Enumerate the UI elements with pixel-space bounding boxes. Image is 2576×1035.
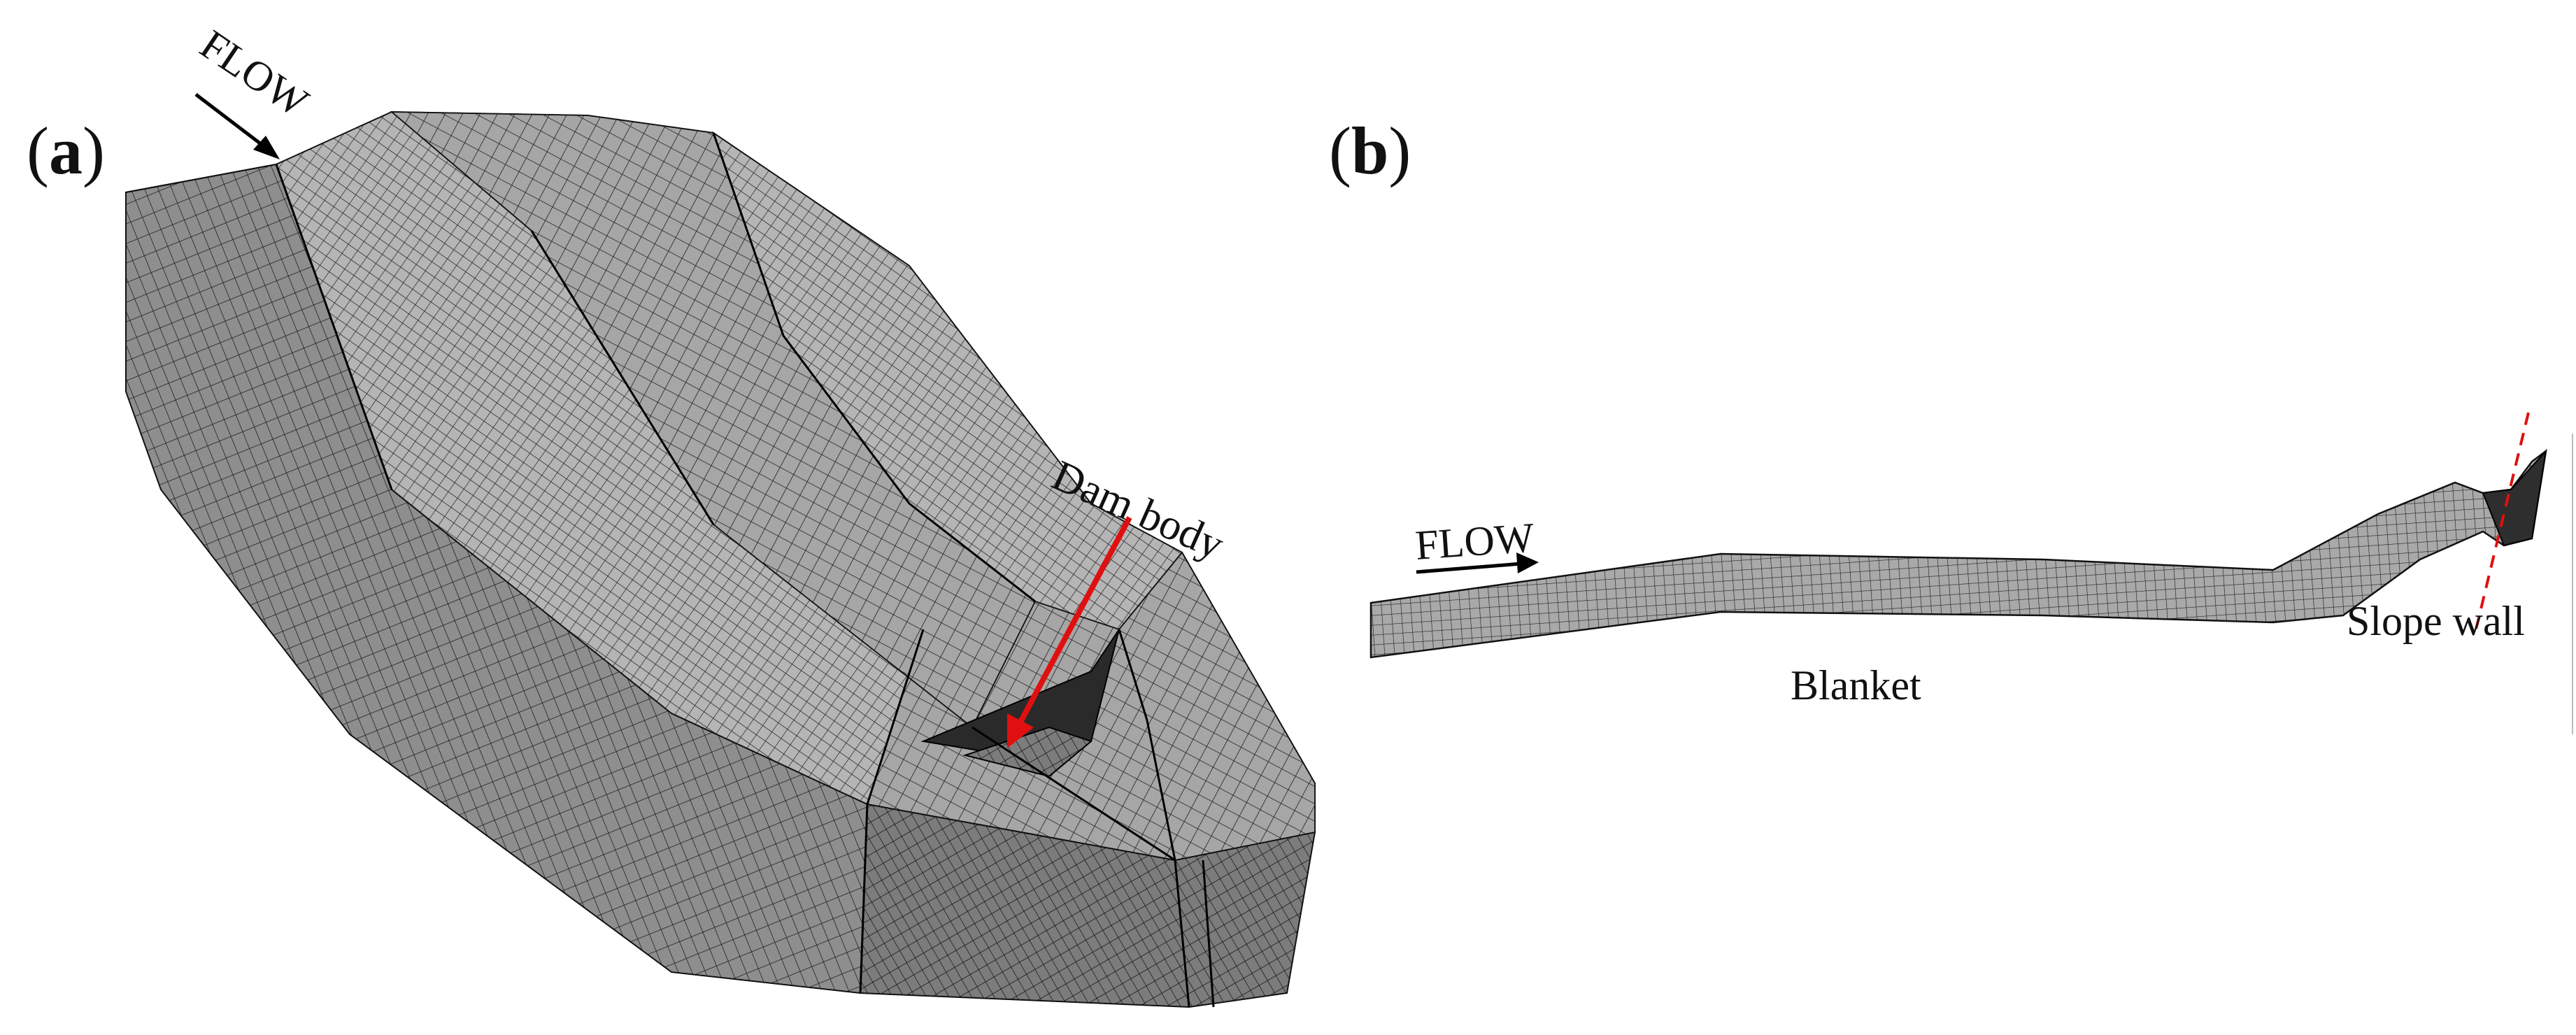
- panel-a-letter-close: ): [82, 113, 105, 188]
- blanket-label: Blanket: [1791, 662, 1921, 708]
- panel-a-flow-arrow: [194, 93, 280, 159]
- panel-a-flow-label: FLOW: [192, 21, 317, 126]
- panel-a-letter: (a): [27, 112, 105, 190]
- panel-a-letter-char: a: [48, 113, 83, 188]
- panel-b-letter: (b): [1329, 112, 1411, 190]
- panel-b-letter-close: ): [1388, 113, 1411, 188]
- dam-body-arrow: [1007, 516, 1132, 748]
- panel-b-flow-arrow: [1416, 552, 1539, 574]
- slope-wall-dashed-line: [2475, 412, 2530, 630]
- panel-a-letter-open: (: [27, 113, 49, 188]
- panel-b-mesh-svg: FLOW Blanket Slope wall: [1369, 412, 2573, 734]
- mesh-crease-lines: [275, 132, 1215, 1008]
- panel-b-letter-char: b: [1351, 113, 1389, 188]
- panel-b-flow-label: FLOW: [1414, 514, 1536, 569]
- slope-wall-label: Slope wall: [2347, 598, 2525, 644]
- panel-b-letter-open: (: [1329, 113, 1351, 188]
- panel-a-mesh-svg: FLOW Dam body: [125, 21, 1316, 1008]
- panel-b: (b) FLOW Blanket Slope wall: [1329, 0, 2576, 1035]
- panel-a: (a): [27, 21, 1316, 1008]
- slope-wall-mesh: [2482, 448, 2547, 547]
